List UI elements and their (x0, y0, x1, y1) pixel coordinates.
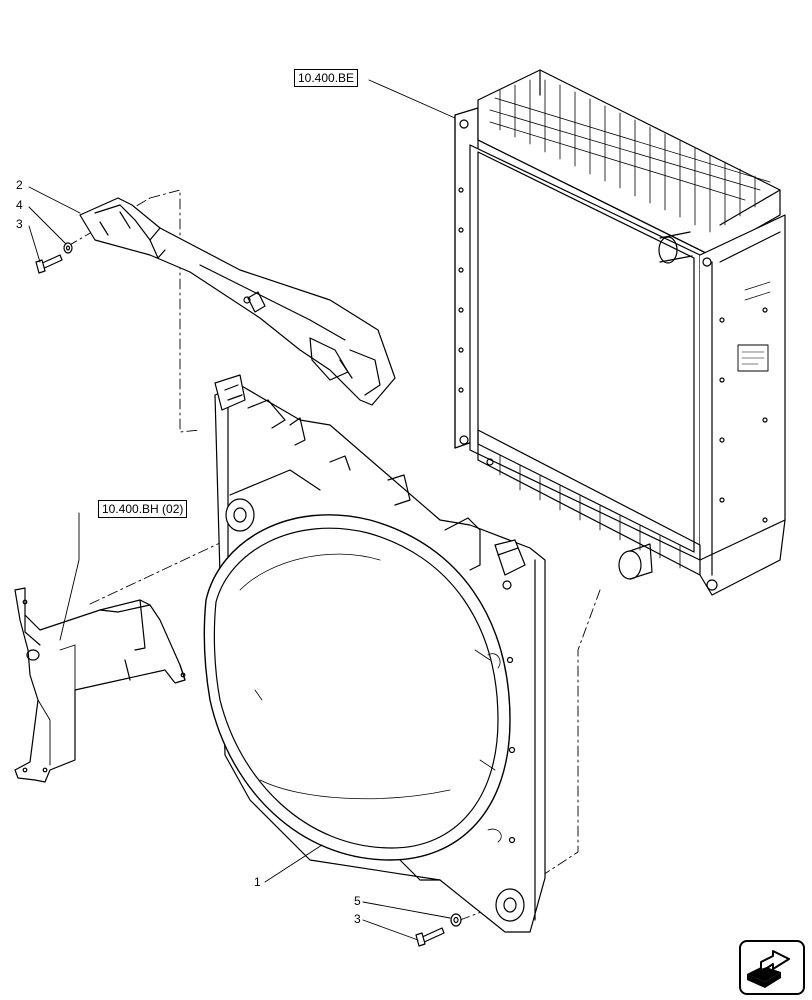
mounting-bracket (14, 587, 186, 783)
callout-washer-lower: 5 (354, 894, 361, 908)
bracket-reference-label[interactable]: 10.400.BH (02) (98, 500, 188, 518)
callout-upper-support: 2 (16, 178, 23, 192)
lower-bolt (415, 927, 445, 947)
callout-shroud: 1 (254, 875, 261, 889)
callout-bolt-lower: 3 (354, 912, 361, 926)
radiator (454, 69, 786, 596)
fan-shroud (203, 374, 546, 933)
next-page-arrow-icon (747, 950, 790, 988)
upper-support-bracket (79, 197, 396, 406)
upper-bolt (35, 254, 63, 274)
lower-washer (450, 913, 462, 927)
radiator-reference-label[interactable]: 10.400.BE (294, 69, 359, 87)
upper-washer (63, 242, 73, 254)
next-page-button[interactable] (739, 940, 805, 995)
callout-washer-upper: 4 (16, 198, 23, 212)
callout-bolt-upper: 3 (16, 217, 23, 231)
leader-lines (28, 79, 456, 941)
